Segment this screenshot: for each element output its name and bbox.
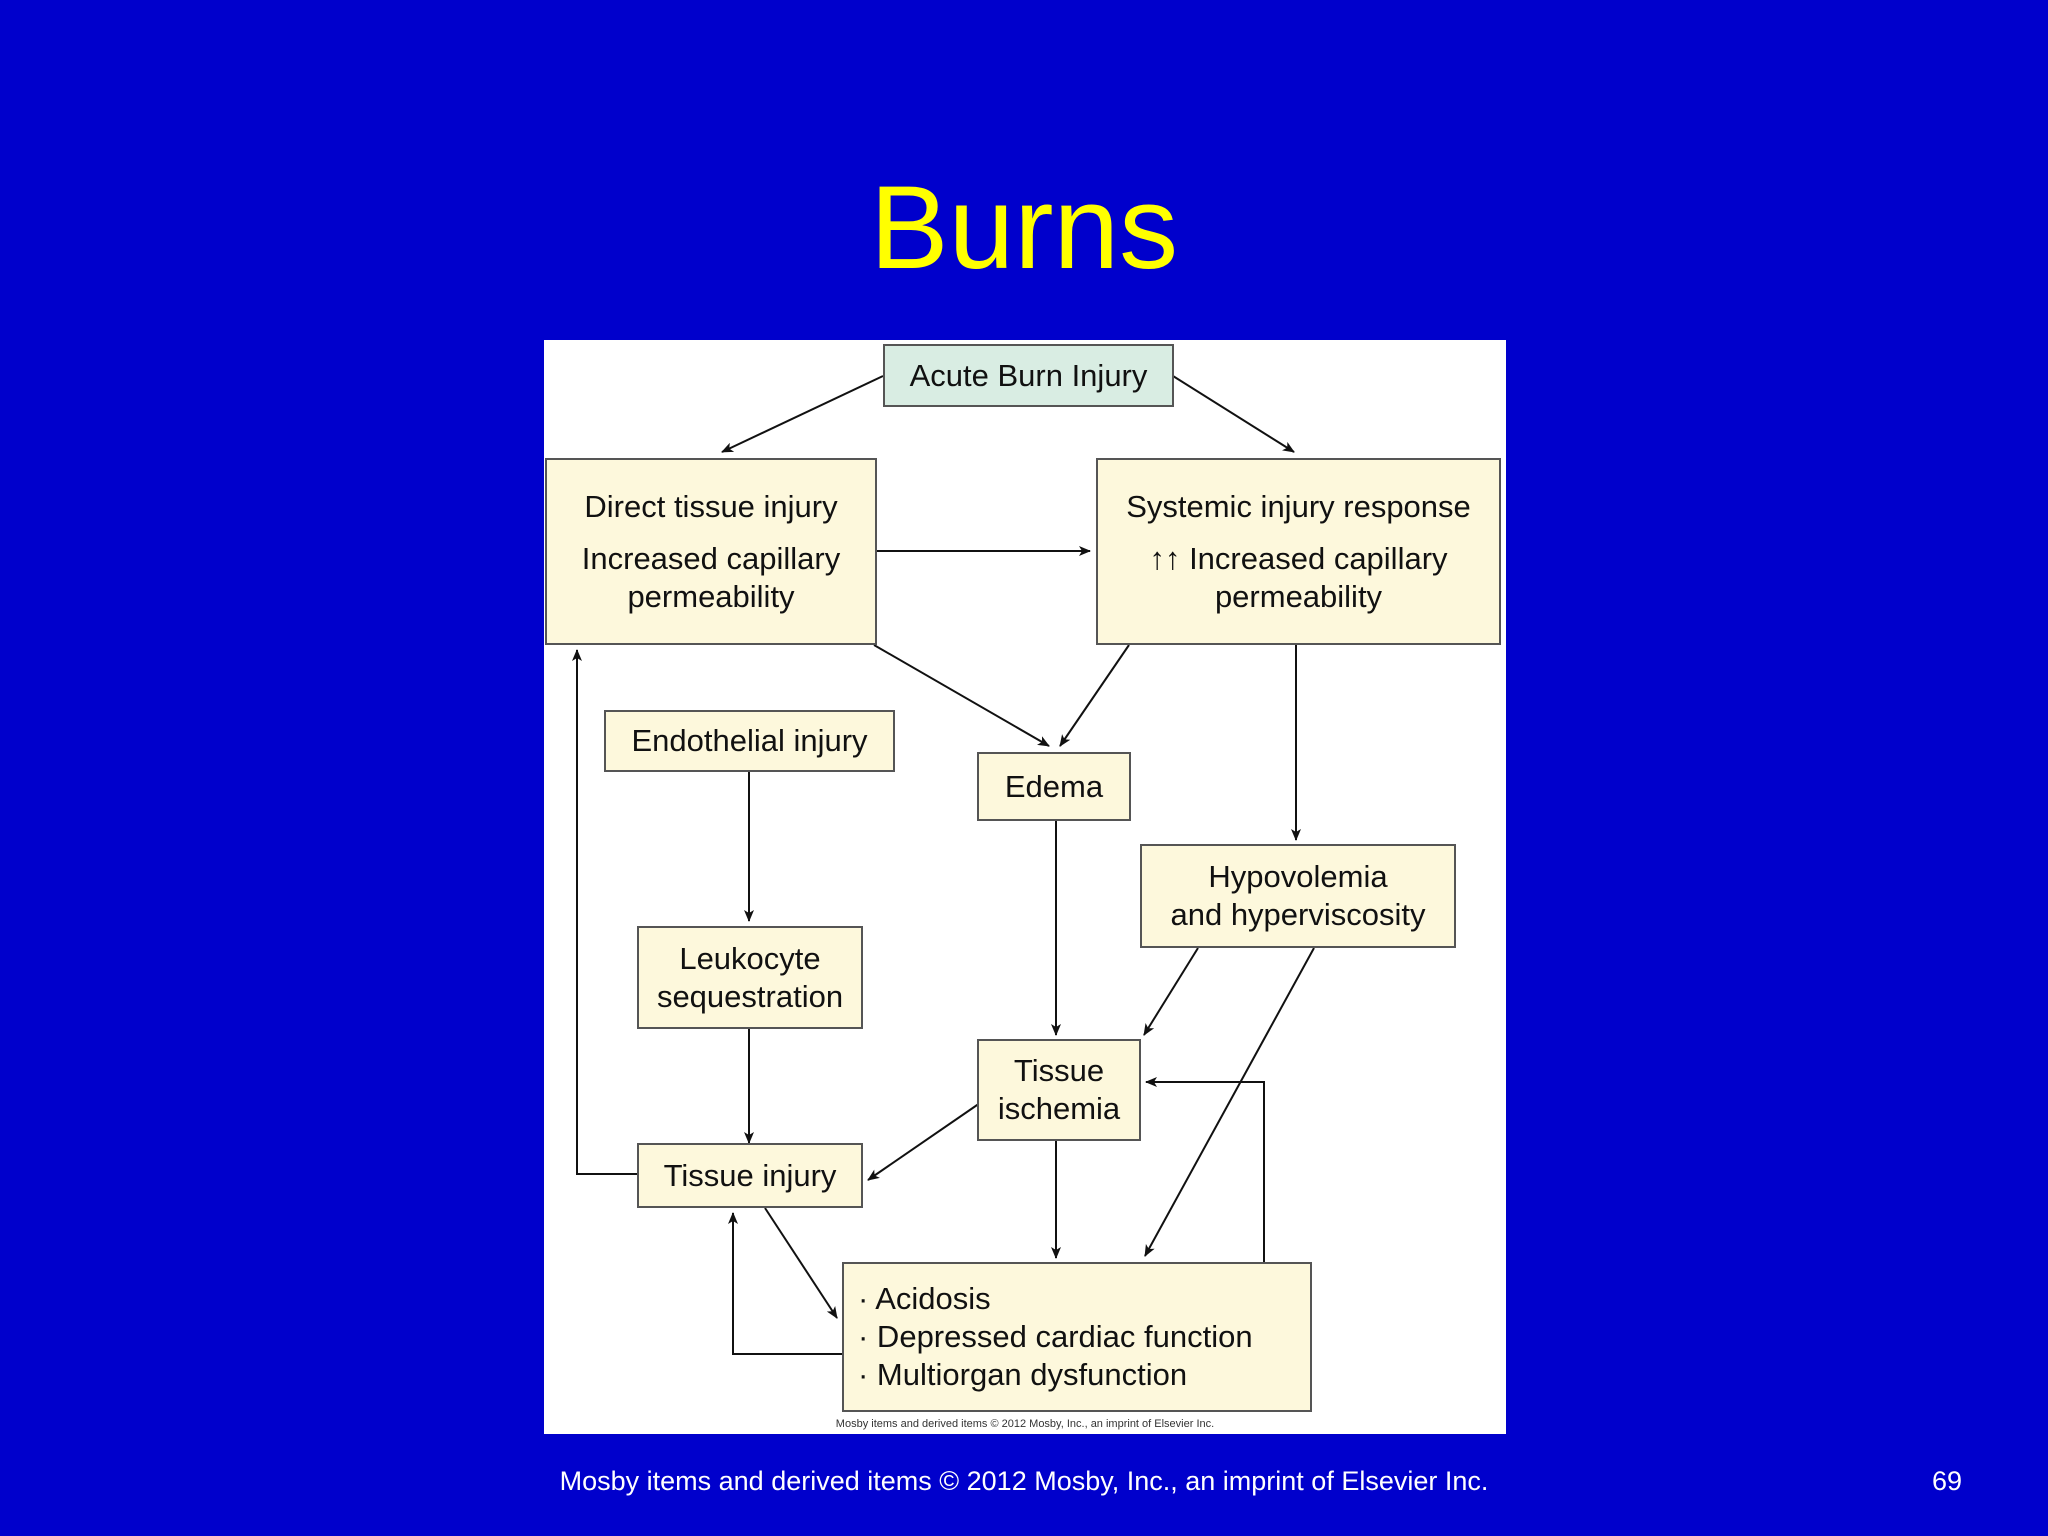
arrow-acute-to-systemic [1172,375,1295,453]
node-leukocyte-sequestration: Leukocyte sequestration [637,926,863,1029]
node-hypovolemia-line2: and hyperviscosity [1170,897,1426,932]
burn-pathophysiology-diagram: Acute Burn Injury Direct tissue injury I… [544,340,1506,1434]
node-edema: Edema [977,752,1131,821]
node-ischemia-line1: Tissue [1013,1053,1105,1088]
node-ischemia-line2: ischemia [997,1091,1121,1126]
node-systemic-line1: Systemic injury response [1126,488,1471,524]
arrow-tissue-injury-to-direct [572,649,637,1175]
node-leukocyte-line2: sequestration [656,978,844,1014]
node-direct-line3: permeability [627,578,795,614]
node-outcome-multiorgan: · Multiorgan dysfunction [858,1357,1188,1392]
node-endothelial-label: Endothelial injury [631,723,868,758]
page-number: 69 [1931,1466,1962,1496]
arrow-outcomes-to-tissue-injury [728,1212,842,1355]
arrow-acute-to-direct [721,375,884,453]
slide-title: Burns [869,162,1179,294]
arrow-systemic-to-edema [1059,644,1130,747]
node-acute-burn-injury: Acute Burn Injury [883,344,1174,407]
arrow-outcomes-to-ischemia [1145,1077,1265,1262]
footer-copyright: Mosby items and derived items © 2012 Mos… [559,1466,1489,1496]
node-systemic-injury-response: Systemic injury response ↑↑ Increased ca… [1096,458,1501,645]
arrow-hypovolemia-to-ischemia [1143,947,1199,1036]
node-outcomes: · Acidosis · Depressed cardiac function … [842,1262,1312,1412]
diagram-arrows [572,375,1315,1355]
node-hypovolemia: Hypovolemia and hyperviscosity [1140,844,1456,948]
node-tissue-injury: Tissue injury [637,1143,863,1208]
node-outcome-acidosis: · Acidosis [858,1281,991,1316]
arrow-ischemia-to-tissue-injury [867,1102,981,1181]
node-acute-label: Acute Burn Injury [909,357,1148,393]
node-edema-label: Edema [1004,768,1104,804]
node-tissue-ischemia: Tissue ischemia [977,1039,1141,1141]
arrow-direct-to-edema [873,644,1050,747]
node-leukocyte-line1: Leukocyte [679,940,821,976]
node-direct-tissue-injury: Direct tissue injury Increased capillary… [545,458,877,645]
figure-credit: Mosby items and derived items © 2012 Mos… [835,1418,1215,1430]
node-systemic-line2: ↑↑ Increased capillary [1149,540,1448,576]
arrow-hypovolemia-to-outcomes [1144,947,1315,1257]
node-endothelial-injury: Endothelial injury [604,710,895,772]
node-tissue-injury-label: Tissue injury [663,1157,837,1193]
arrow-tissue-injury-to-outcomes [764,1207,838,1319]
node-hypovolemia-line1: Hypovolemia [1208,859,1388,894]
node-direct-line2: Increased capillary [581,540,841,576]
node-outcome-cardiac: · Depressed cardiac function [858,1319,1253,1354]
node-direct-line1: Direct tissue injury [584,488,838,524]
node-systemic-line3: permeability [1214,578,1383,614]
